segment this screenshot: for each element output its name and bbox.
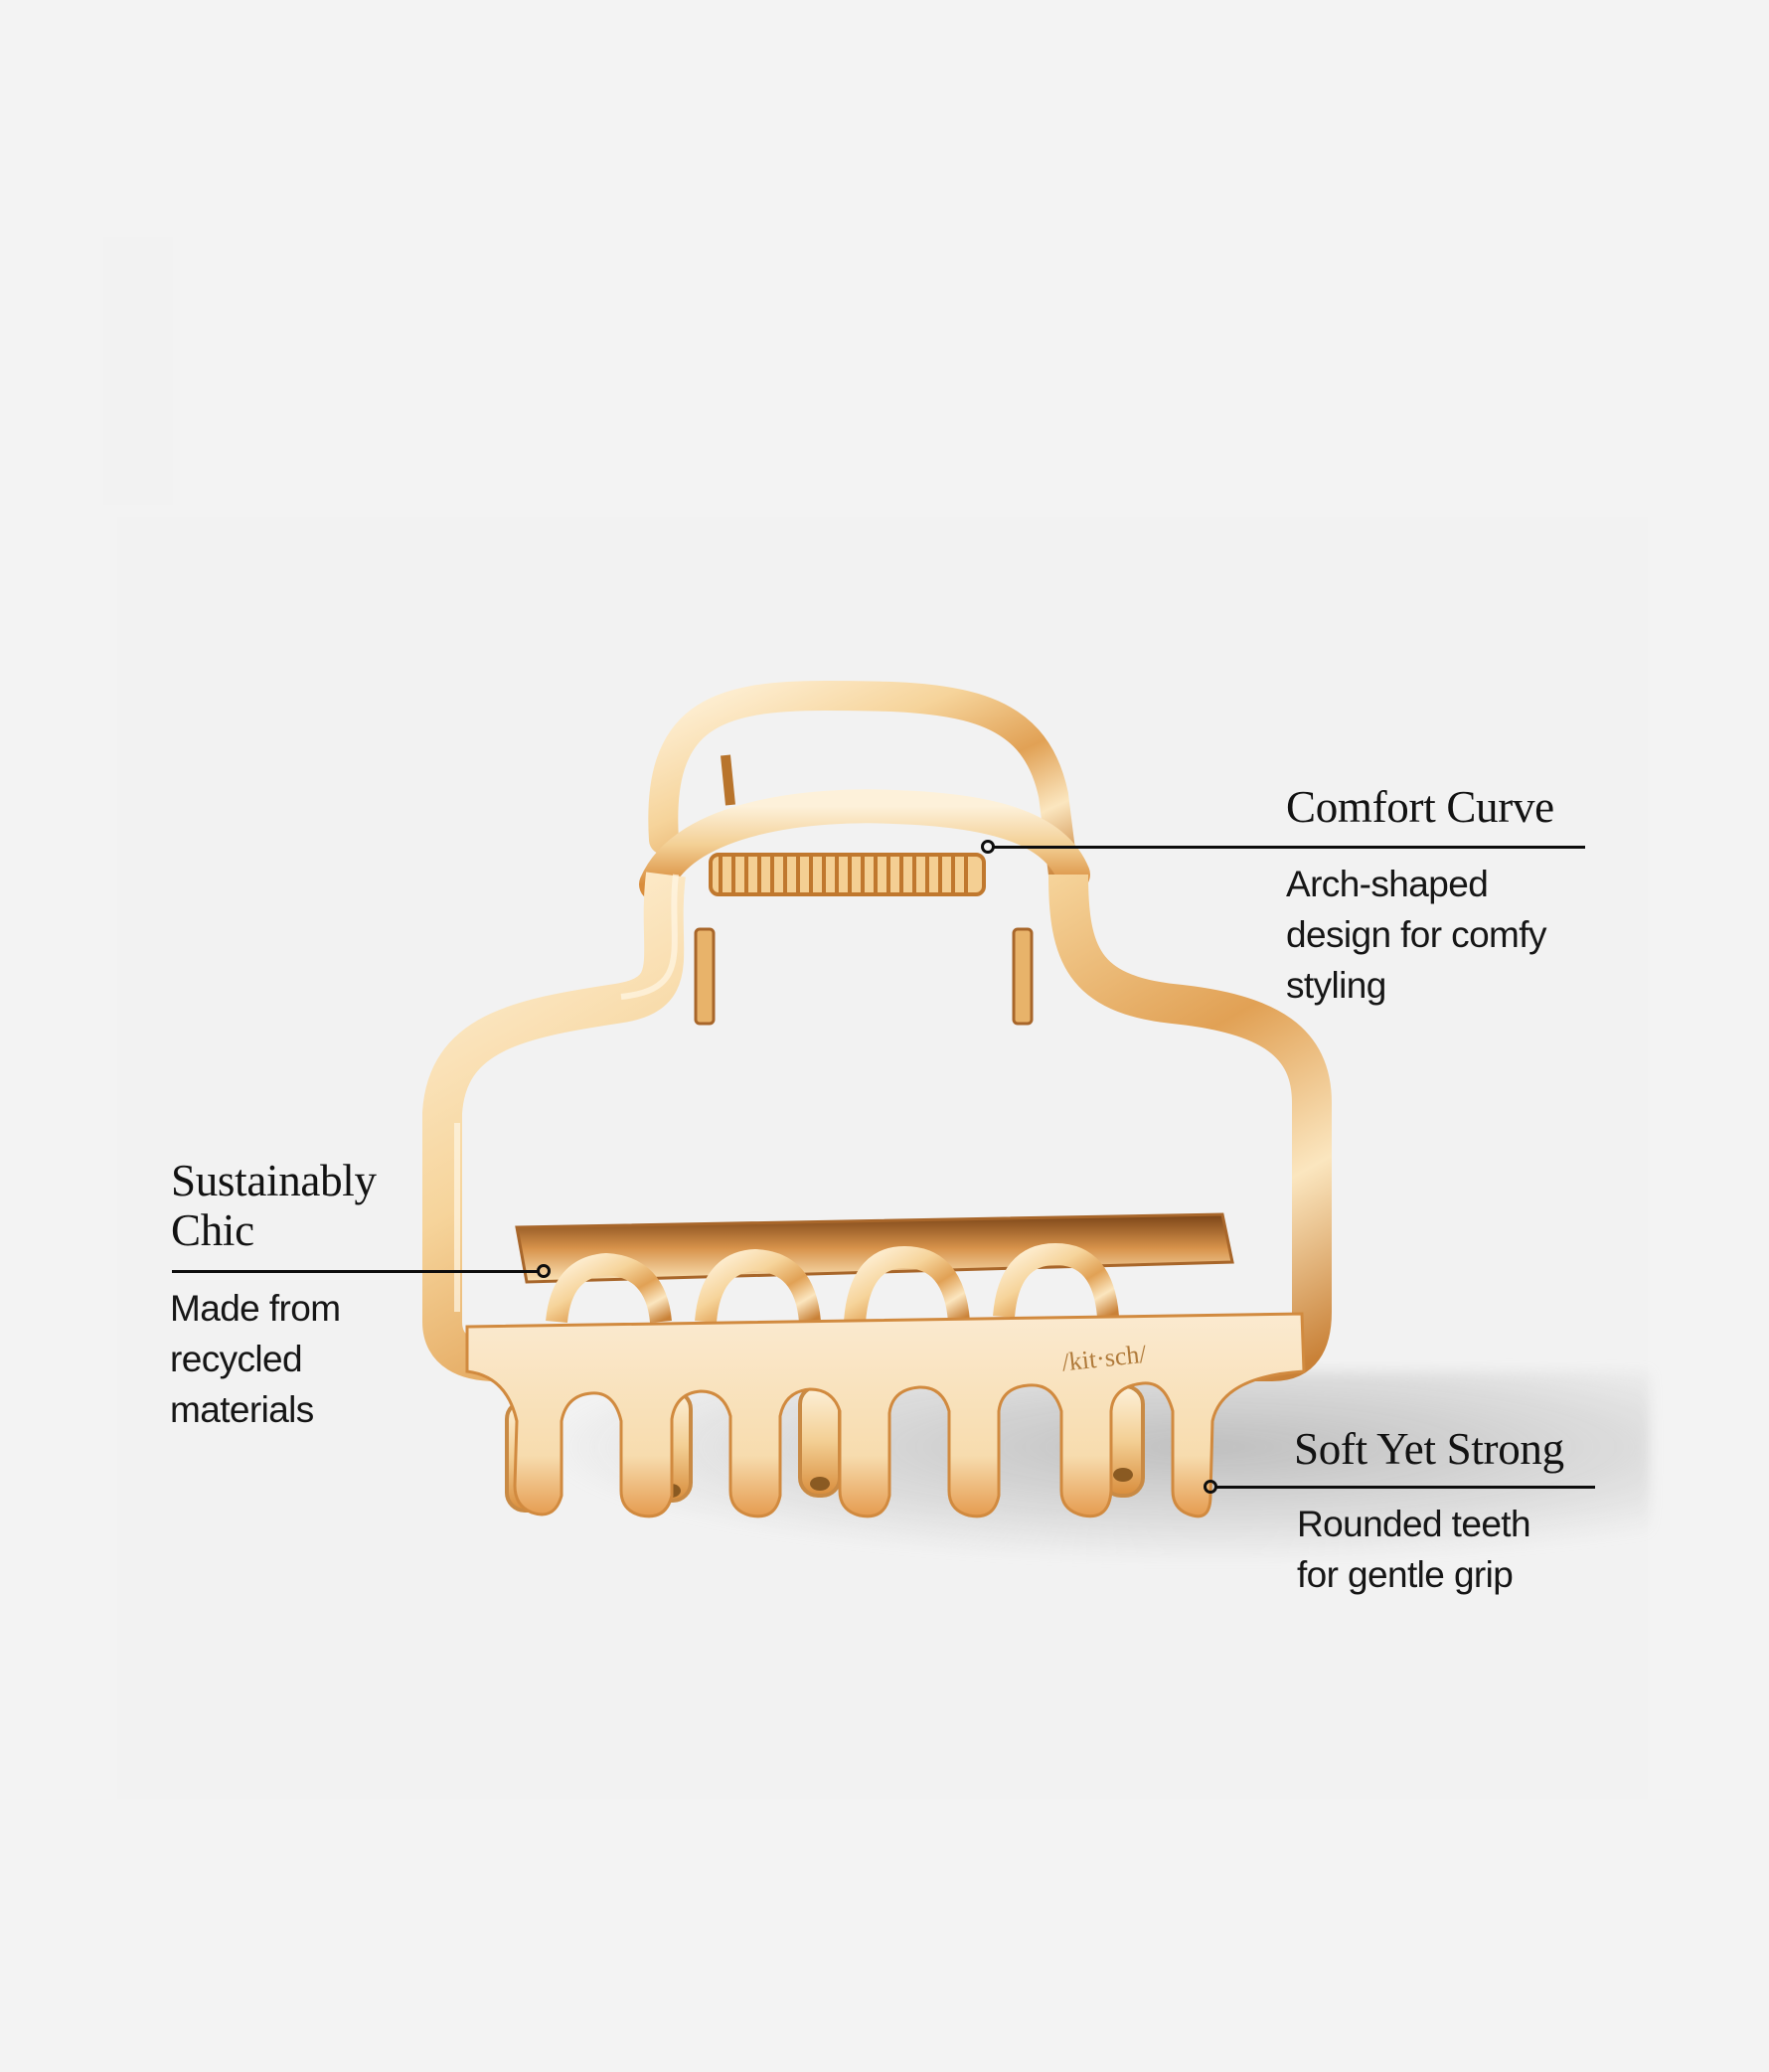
callout-description-comfort-curve: Arch-shaped design for comfy styling — [1286, 859, 1546, 1011]
background-panel — [117, 517, 1648, 1799]
callout-title: Sustainably Chic — [171, 1156, 377, 1255]
callout-description: Made from recycled materials — [170, 1288, 341, 1430]
callout-leader-line — [172, 1270, 538, 1273]
callout-anchor-dot — [1204, 1480, 1217, 1494]
callout-leader-line — [994, 846, 1585, 849]
callout-title: Comfort Curve — [1286, 782, 1554, 832]
callout-description: Arch-shaped design for comfy styling — [1286, 864, 1546, 1006]
back-teeth — [505, 1384, 1145, 1513]
callout-leader-line — [1216, 1486, 1595, 1489]
callout-anchor-dot — [981, 840, 995, 854]
callout-description-soft-yet-strong: Rounded teeth for gentle grip — [1297, 1499, 1531, 1600]
callout-description-sustainably-chic: Made from recycled materials — [170, 1283, 341, 1435]
spring-coil — [709, 853, 986, 896]
callout-comfort-curve: Comfort Curve — [1286, 782, 1554, 832]
callout-title: Soft Yet Strong — [1294, 1424, 1564, 1474]
callout-sustainably-chic: Sustainably Chic — [171, 1156, 377, 1255]
callout-soft-yet-strong: Soft Yet Strong — [1294, 1424, 1564, 1474]
callout-description: Rounded teeth for gentle grip — [1297, 1504, 1531, 1595]
callout-anchor-dot — [537, 1264, 551, 1278]
background-panel — [103, 237, 173, 505]
